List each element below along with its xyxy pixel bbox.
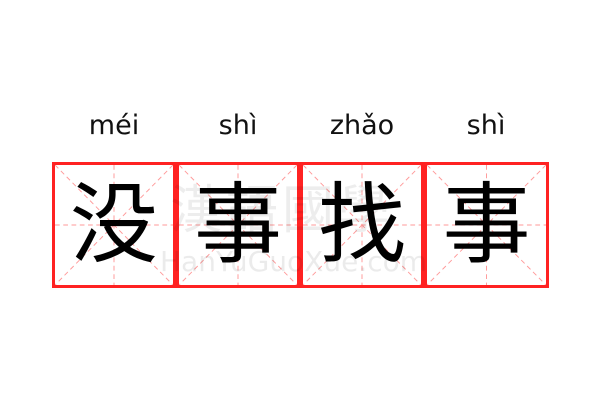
watermark-chinese: 漢語國學 — [170, 181, 395, 241]
character: 事 — [193, 173, 282, 276]
character-cell: 没 — [52, 162, 176, 288]
character: 没 — [69, 173, 158, 276]
character-grid: 没 事 找 事 — [52, 162, 549, 288]
character-cell: 事 — [424, 162, 549, 288]
guide-lines — [179, 165, 297, 285]
pinyin-2: shì — [218, 110, 258, 141]
guide-lines — [427, 165, 546, 285]
pinyin-3: zhǎo — [329, 110, 395, 141]
character: 找 — [317, 173, 406, 276]
character-cell: 找 — [300, 162, 424, 288]
pinyin-1: méi — [88, 110, 140, 141]
watermark-latin: HanYuGuoXue.com — [160, 245, 428, 278]
guide-lines — [303, 165, 421, 285]
pinyin-4: shì — [466, 110, 506, 141]
character: 事 — [442, 173, 531, 276]
guide-lines — [55, 165, 173, 285]
character-cell: 事 — [176, 162, 300, 288]
